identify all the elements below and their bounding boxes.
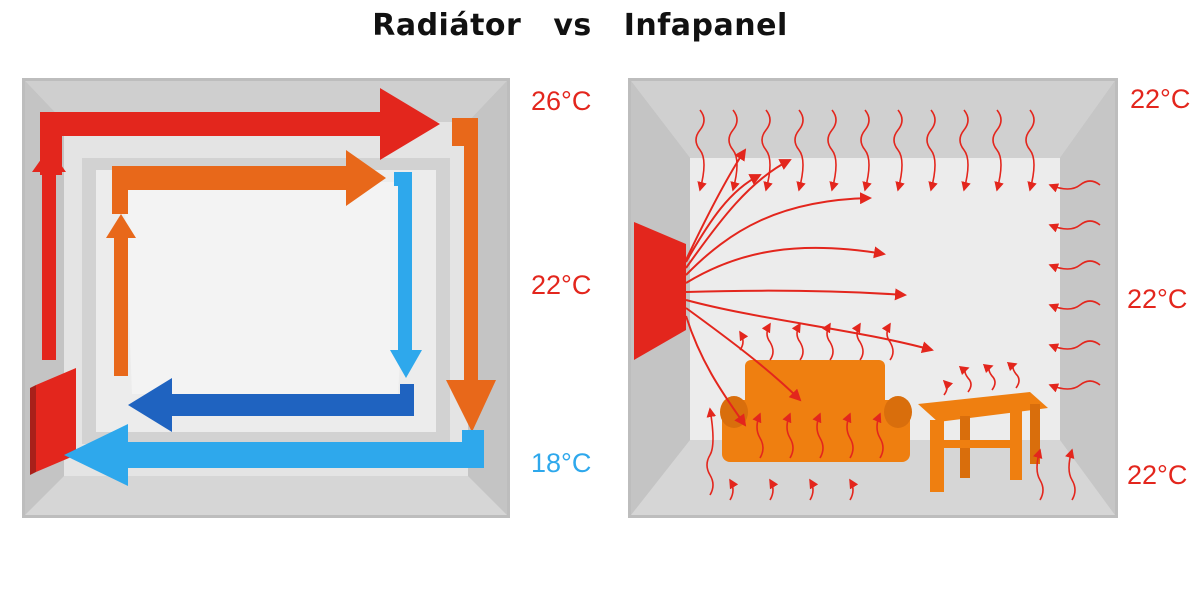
- floor-heat-waves: [706, 322, 1076, 501]
- table-top: [918, 392, 1048, 422]
- infrapanel-temp-top: 22°C: [1130, 84, 1191, 114]
- title-infrapanel: Infapanel: [623, 8, 788, 43]
- table: [918, 392, 1048, 492]
- infrapanel-temp-bottom: 22°C: [1127, 460, 1188, 490]
- table-leg-back-right: [1030, 404, 1040, 464]
- radiator-side: [30, 385, 36, 475]
- hot-air-arrow-top: [40, 88, 440, 175]
- radiator-heater: [36, 368, 76, 472]
- inner-cold-arrow-bottom: [128, 378, 414, 432]
- inner-room-face: [124, 182, 410, 394]
- radiant-rays: [685, 148, 934, 427]
- infrapanel-room: [628, 78, 1118, 518]
- infrapanel-heater: [634, 222, 686, 360]
- table-rail: [944, 440, 1010, 448]
- right-wall-panel: [1060, 81, 1115, 515]
- cool-air-arrow-bottom: [64, 424, 484, 486]
- inner-warm-arrow-top: [112, 150, 386, 214]
- ceiling-heat-waves: [695, 109, 1037, 192]
- title-radiator: Radiátor: [372, 8, 522, 43]
- radiator-temp-middle: 22°C: [531, 270, 592, 300]
- sofa-arm-right: [884, 396, 912, 428]
- floor-panel: [25, 476, 507, 515]
- table-leg-front-left: [930, 420, 944, 492]
- sofa: [720, 360, 912, 462]
- wall-heat-waves: [1048, 180, 1101, 393]
- title-vs: vs: [553, 8, 592, 43]
- inner-cool-arrow-down: [390, 172, 422, 378]
- sofa-seat: [722, 400, 910, 462]
- inner-warm-arrow-up: [106, 214, 136, 376]
- sofa-back: [745, 360, 885, 408]
- page-title: Radiátor vs Infapanel: [0, 8, 1160, 43]
- radiator-room: [22, 78, 510, 518]
- infrapanel-temp-middle: 22°C: [1127, 284, 1188, 314]
- radiator-temp-top: 26°C: [531, 86, 592, 116]
- hot-air-arrow-up: [32, 148, 66, 360]
- ceiling-panel: [631, 81, 1115, 158]
- warm-air-arrow-down: [446, 118, 496, 432]
- radiator-temp-bottom: 18°C: [531, 448, 592, 478]
- table-leg-front-right: [1010, 410, 1022, 480]
